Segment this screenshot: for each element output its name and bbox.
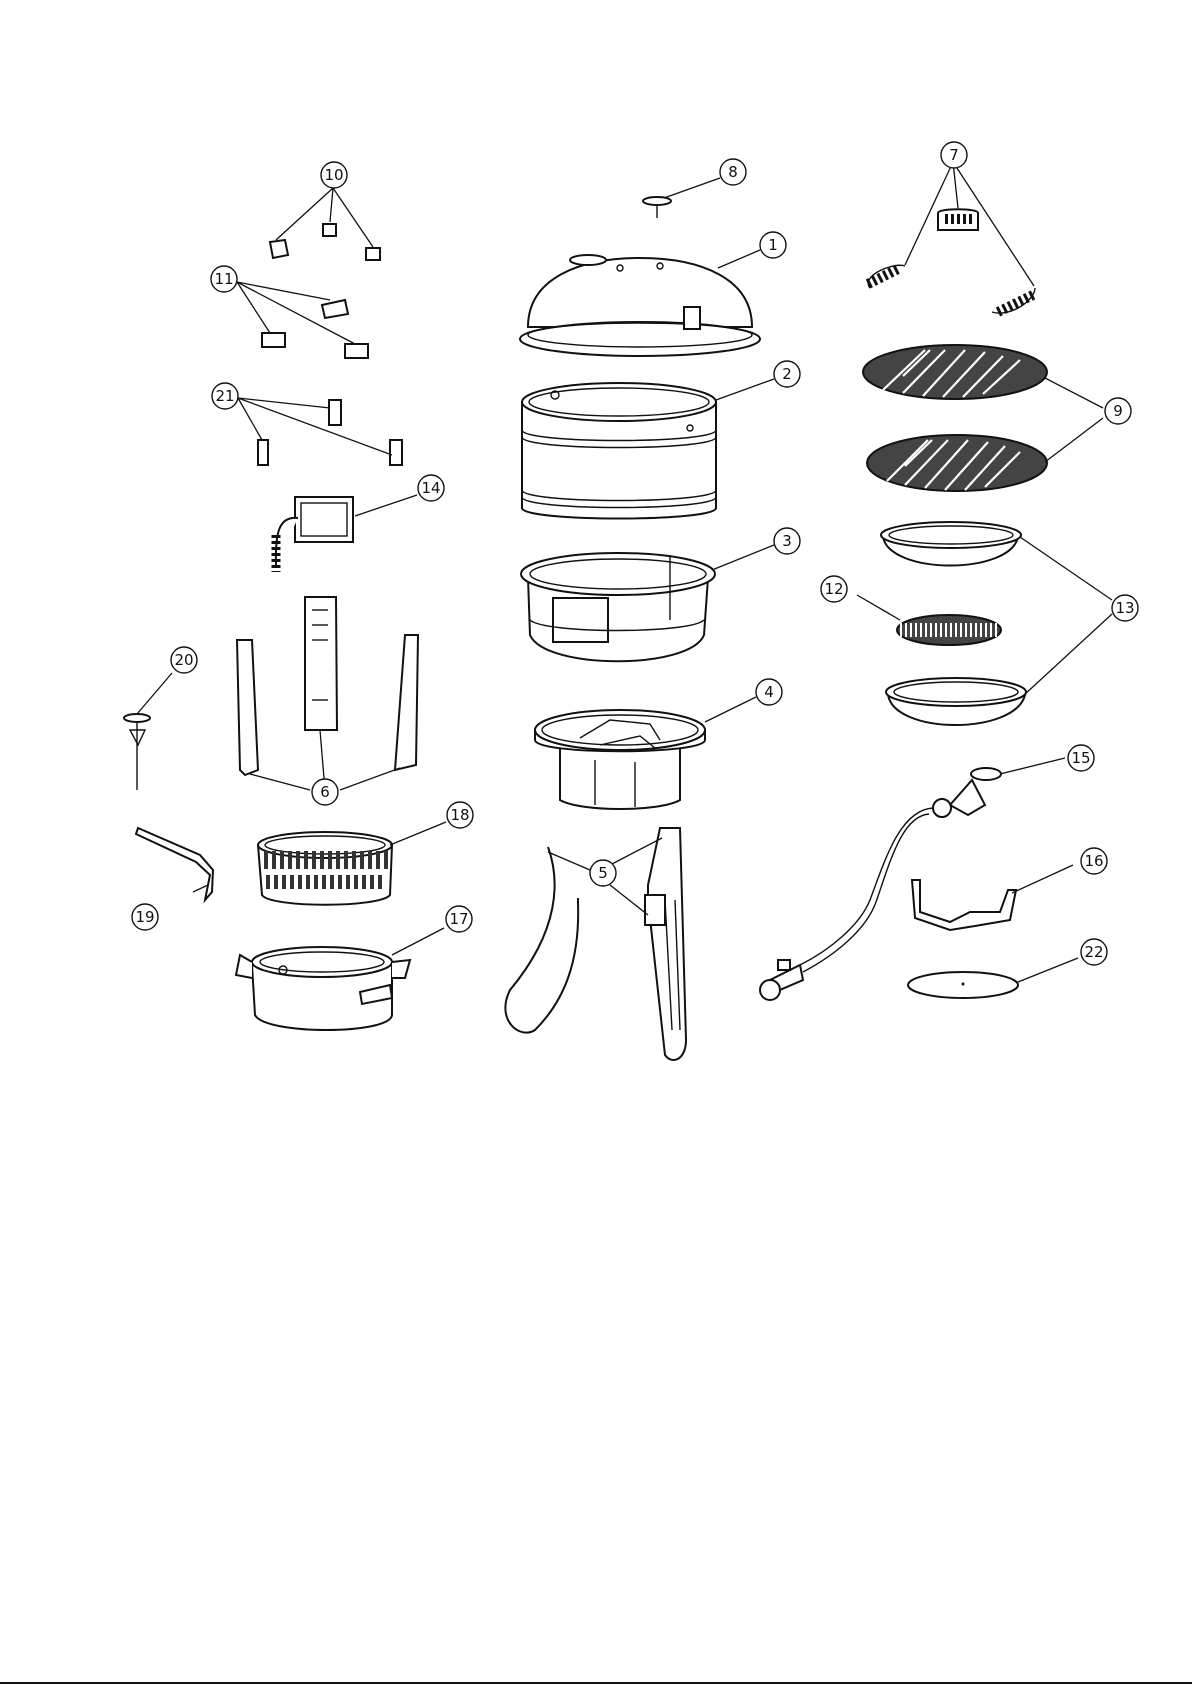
body-brackets-part [262, 300, 368, 358]
damper-knob-part [643, 197, 671, 218]
callout-4: 4 [756, 679, 782, 705]
svg-text:20: 20 [174, 651, 193, 669]
access-door-part [276, 497, 353, 572]
callout-17: 17 [446, 906, 472, 932]
svg-text:9: 9 [1113, 402, 1123, 420]
svg-text:8: 8 [728, 163, 738, 181]
callout-12: 12 [821, 576, 847, 602]
svg-text:17: 17 [449, 910, 468, 928]
charcoal-grate-part [897, 615, 1001, 645]
callout-14: 14 [418, 475, 444, 501]
callout-10: 10 [321, 162, 347, 188]
lid-brackets-part [270, 224, 380, 260]
water-pan-part [521, 553, 715, 661]
svg-text:13: 13 [1115, 599, 1134, 617]
lid-part [520, 255, 760, 356]
thermometer-part [124, 714, 150, 790]
lid-handles-part [868, 209, 1035, 313]
svg-text:10: 10 [324, 166, 343, 184]
heat-shield-disc-part [908, 972, 1018, 998]
svg-text:7: 7 [949, 146, 959, 164]
callout-20: 20 [171, 647, 197, 673]
lifting-hook-part [136, 828, 213, 900]
svg-text:11: 11 [214, 270, 233, 288]
callout-13: 13 [1112, 595, 1138, 621]
cooking-grates-part [863, 345, 1047, 491]
regulator-hose-part [760, 768, 1001, 1000]
svg-text:16: 16 [1084, 852, 1103, 870]
callout-6: 6 [312, 779, 338, 805]
callout-11: 11 [211, 266, 237, 292]
svg-text:1: 1 [768, 236, 778, 254]
svg-text:22: 22 [1084, 943, 1103, 961]
body-cylinder-part [522, 383, 716, 519]
callout-5: 5 [590, 860, 616, 886]
callout-21: 21 [212, 383, 238, 409]
cooking-pot-part [236, 947, 410, 1030]
svg-text:2: 2 [782, 365, 792, 383]
heat-shield-bracket-part [912, 880, 1016, 930]
svg-text:3: 3 [782, 532, 792, 550]
callout-22: 22 [1081, 939, 1107, 965]
svg-text:19: 19 [135, 908, 154, 926]
callout-7: 7 [941, 142, 967, 168]
callout-15: 15 [1068, 745, 1094, 771]
svg-text:4: 4 [764, 683, 774, 701]
svg-text:6: 6 [320, 783, 330, 801]
callout-19: 19 [132, 904, 158, 930]
callout-9: 9 [1105, 398, 1131, 424]
burner-base-part [535, 710, 705, 809]
callout-8: 8 [720, 159, 746, 185]
callout-18: 18 [447, 802, 473, 828]
callout-16: 16 [1081, 848, 1107, 874]
callout-2: 2 [774, 361, 800, 387]
svg-text:14: 14 [421, 479, 440, 497]
leg-panels-part [237, 597, 418, 775]
callout-3: 3 [774, 528, 800, 554]
svg-text:5: 5 [598, 864, 608, 882]
svg-text:15: 15 [1071, 749, 1090, 767]
callout-1: 1 [760, 232, 786, 258]
svg-text:18: 18 [450, 806, 469, 824]
svg-text:21: 21 [215, 387, 234, 405]
fry-basket-part [258, 832, 392, 905]
svg-text:12: 12 [824, 580, 843, 598]
